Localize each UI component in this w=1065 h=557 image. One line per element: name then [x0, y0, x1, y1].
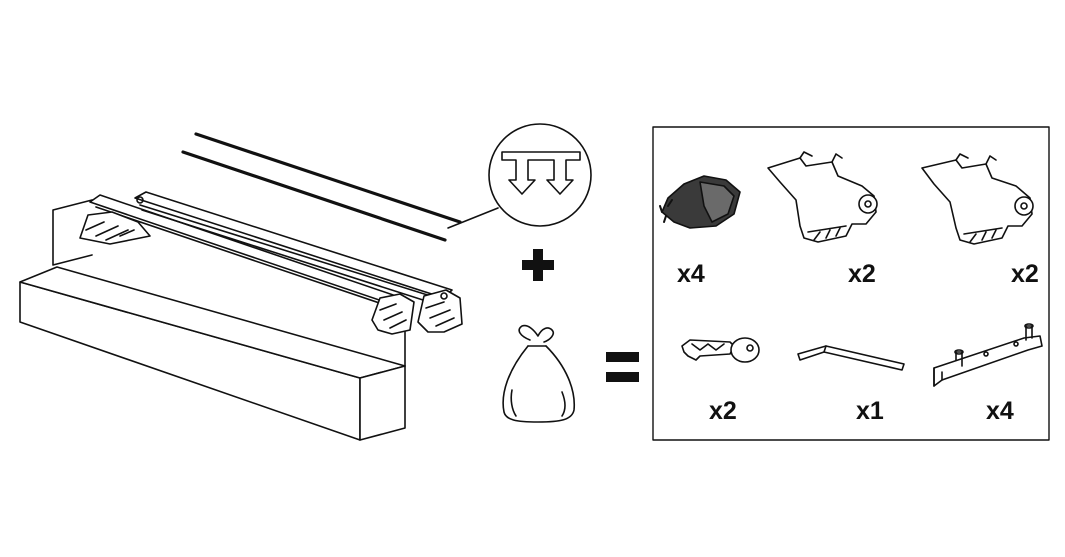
foot-bracket-left-icon	[767, 151, 878, 243]
allen-key-icon	[797, 345, 905, 371]
roof-bars	[79, 191, 463, 335]
foot-bracket-right-icon	[921, 153, 1034, 245]
rubber-strips	[181, 132, 462, 242]
parts-box	[652, 126, 1050, 441]
equals-icon	[606, 352, 639, 382]
key-quantity: x2	[709, 397, 737, 425]
end-cap-icon	[659, 175, 741, 229]
mounting-plate-icon	[933, 323, 1043, 387]
callout-leader	[447, 207, 499, 229]
plus-icon	[522, 249, 554, 281]
key-icon	[681, 337, 760, 363]
foot-bracket-left-quantity: x2	[848, 260, 876, 288]
mounting-plate-quantity: x4	[986, 397, 1014, 425]
car-roof-illustration	[19, 199, 406, 441]
end-cap-quantity: x4	[677, 260, 705, 288]
foot-bracket-right-quantity: x2	[1011, 260, 1039, 288]
allen-key-quantity: x1	[856, 397, 884, 425]
hardware-bag-icon	[502, 324, 576, 423]
strip-profile-callout	[488, 123, 592, 227]
